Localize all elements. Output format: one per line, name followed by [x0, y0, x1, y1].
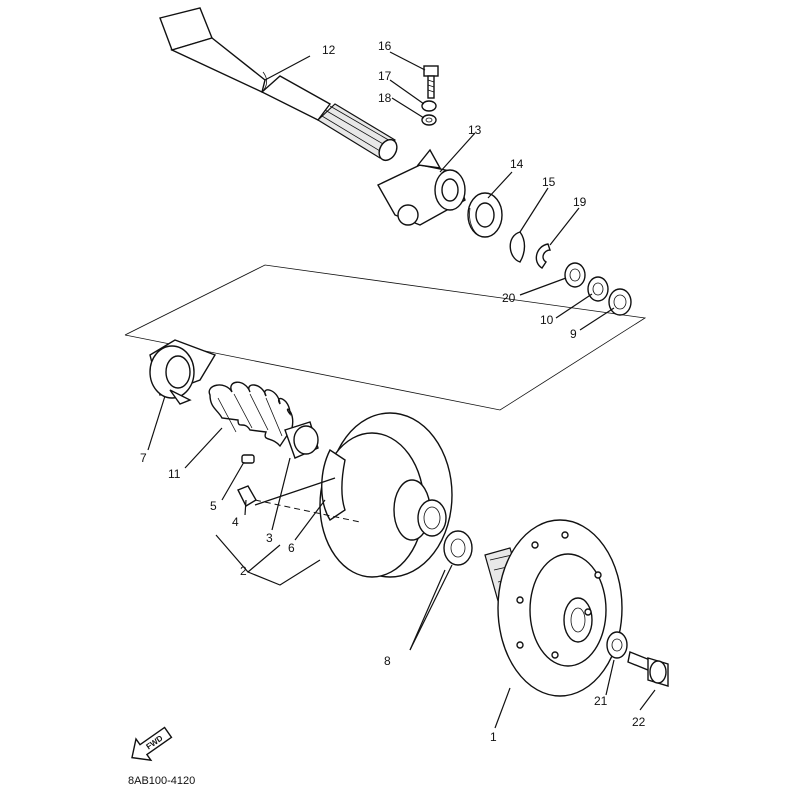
washer-21-part	[606, 631, 628, 659]
callout-17: 17	[378, 69, 392, 83]
bearing-housing-part	[377, 148, 466, 226]
collar-part	[284, 421, 319, 459]
callout-13: 13	[468, 123, 482, 137]
callout-15: 15	[542, 175, 556, 189]
washer-20-part	[564, 262, 586, 288]
leader-lines	[147, 51, 656, 729]
bolt-22-part	[627, 651, 669, 687]
washer-10-part	[587, 276, 609, 302]
flat-washer-part	[421, 114, 437, 126]
callout-21: 21	[594, 694, 608, 708]
callout-6: 6	[288, 541, 295, 555]
callout-12: 12	[322, 43, 336, 57]
callout-5: 5	[210, 499, 217, 513]
callout-14: 14	[510, 157, 524, 171]
fwd-arrow-icon: FWD	[131, 726, 173, 762]
bearing-part	[467, 192, 503, 238]
lock-washer-part	[421, 100, 437, 112]
bushing-part	[443, 530, 473, 566]
fixed-sheave-part	[484, 519, 623, 697]
callout-3: 3	[266, 531, 273, 545]
cam-part	[149, 339, 217, 405]
bolt-part	[423, 65, 439, 99]
callout-18: 18	[378, 91, 392, 105]
callout-20: 20	[502, 291, 516, 305]
callout-16: 16	[378, 39, 392, 53]
callout-22: 22	[632, 715, 646, 729]
callout-2: 2	[240, 564, 247, 578]
pin-part	[241, 454, 255, 464]
callout-1: 1	[490, 730, 497, 744]
sliding-sheave-part	[319, 412, 453, 578]
slider-part	[237, 485, 257, 507]
callout-11: 11	[168, 467, 181, 481]
circlip-part	[509, 231, 526, 263]
reference-code: 8AB100-4120	[128, 775, 195, 787]
callout-7: 7	[140, 451, 147, 465]
callout-9: 9	[570, 327, 577, 341]
callout-10: 10	[540, 313, 554, 327]
callout-19: 19	[573, 195, 587, 209]
circlip-small-part	[535, 243, 551, 269]
washer-9-part	[608, 288, 632, 316]
assembly-frame	[124, 264, 647, 411]
spring-part	[208, 381, 294, 448]
shaft-part	[159, 7, 398, 162]
callout-4: 4	[232, 515, 239, 529]
callout-8: 8	[384, 654, 391, 668]
